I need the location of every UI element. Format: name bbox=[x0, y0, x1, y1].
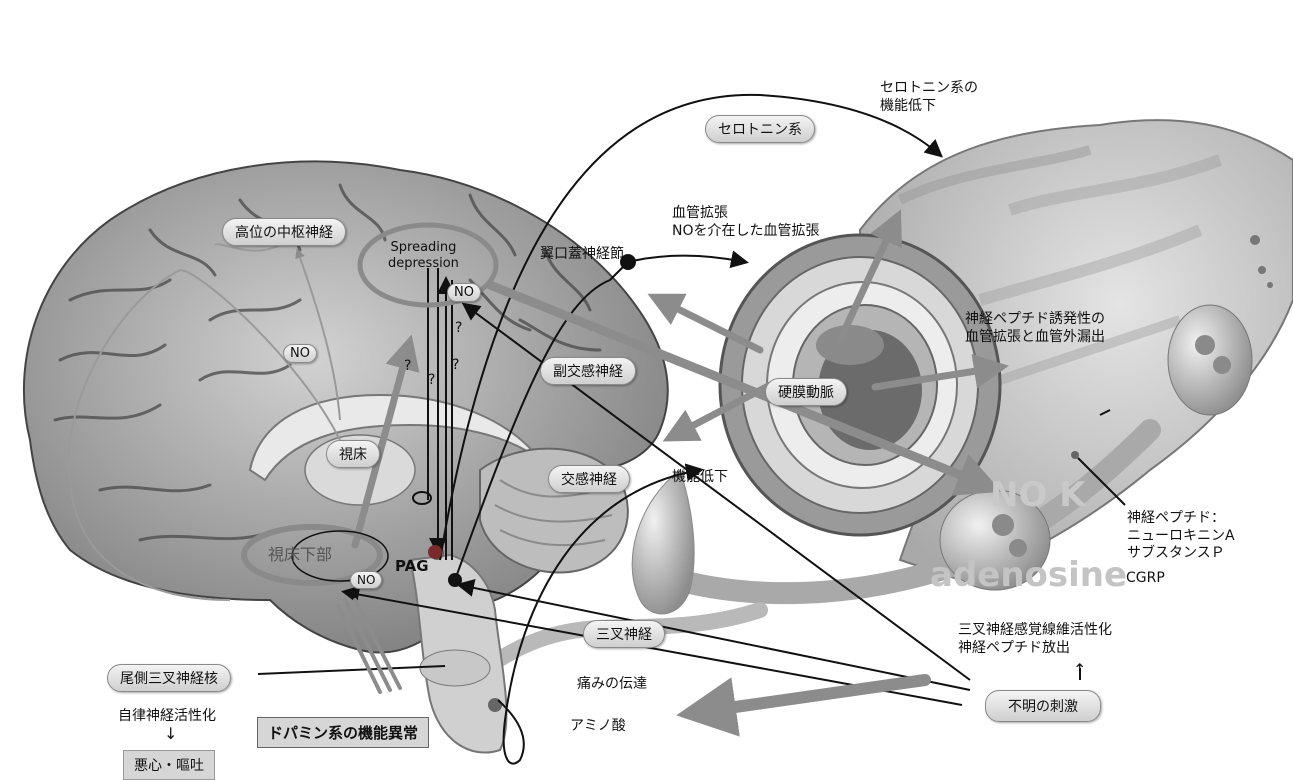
down-arrow-icon: ↓ bbox=[164, 724, 177, 744]
parasympathetic-nerve-label: 副交感神経 bbox=[540, 357, 636, 385]
no-label-cortex: NO bbox=[447, 283, 481, 302]
pain-transmission-label: 痛みの伝達 bbox=[577, 676, 647, 694]
dural-artery-cross-section bbox=[720, 235, 1000, 535]
no-label-brain: NO bbox=[283, 344, 317, 363]
cgrp-label: CGRP bbox=[1126, 570, 1165, 588]
function-decline-label: 機能低下 bbox=[672, 469, 728, 487]
amino-acid-label: アミノ酸 bbox=[570, 718, 626, 736]
hypothalamus-label: 視床下部 bbox=[268, 545, 332, 565]
higher-cns-label: 高位の中枢神経 bbox=[222, 218, 346, 246]
pterygopalatine-ganglion-label: 翼口蓋神経節 bbox=[540, 246, 624, 264]
dopamine-dysfunction-box: ドパミン系の機能異常 bbox=[257, 717, 429, 748]
pag-node-dot bbox=[448, 573, 462, 587]
up-arrow-icon: ↑ bbox=[1073, 660, 1086, 680]
spreading-depression-label: Spreading depression bbox=[388, 240, 459, 273]
trigeminal-activation-label: 三叉神経感覚線維活性化 神経ペプチド放出 bbox=[958, 622, 1112, 657]
vasodilation-label: 血管拡張 NOを介在した血管拡張 bbox=[672, 205, 820, 240]
unknown-stimulus-label: 不明の刺激 bbox=[985, 690, 1101, 722]
question-mark: ? bbox=[452, 357, 459, 375]
serotonin-system-label: セロトニン系 bbox=[705, 115, 815, 143]
question-mark: ? bbox=[455, 320, 462, 338]
caudal-trigeminal-nucleus-label: 尾側三叉神経核 bbox=[107, 664, 231, 692]
no-k-watermark: NO K bbox=[990, 475, 1086, 515]
adenosine-watermark: adenosine bbox=[930, 555, 1127, 595]
neuropeptide-list-label: 神経ペプチド： ニューロキニンA サブスタンスＰ bbox=[1127, 510, 1235, 563]
dural-artery-label: 硬膜動脈 bbox=[765, 378, 847, 406]
question-mark: ? bbox=[404, 358, 411, 376]
trigeminal-nerve-label: 三叉神経 bbox=[583, 620, 665, 648]
sympathetic-nerve-label: 交感神経 bbox=[548, 465, 630, 493]
node-dot bbox=[428, 545, 442, 559]
neuropeptide-induced-label: 神経ペプチド誘発性の 血管拡張と血管外漏出 bbox=[965, 311, 1105, 346]
question-mark: ? bbox=[428, 372, 435, 390]
autonomic-activation-label: 自律神経活性化 bbox=[118, 708, 216, 726]
no-label-hypothalamus: NO bbox=[350, 571, 382, 589]
serotonin-decline-label: セロトニン系の 機能低下 bbox=[880, 80, 978, 115]
pag-label: PAG bbox=[395, 557, 429, 576]
nausea-vomiting-box: 悪心・嘔吐 bbox=[123, 750, 215, 780]
thalamus-label: 視床 bbox=[326, 440, 380, 468]
